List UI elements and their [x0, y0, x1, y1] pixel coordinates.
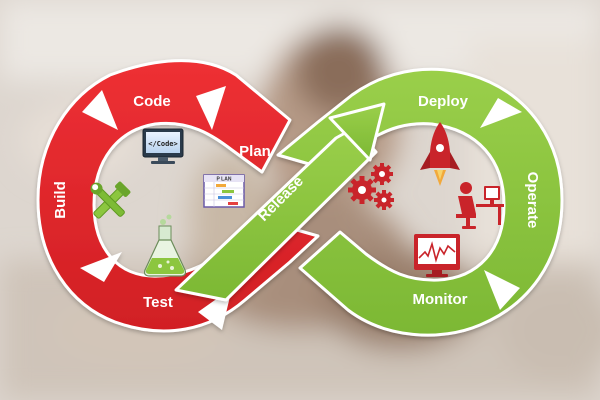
stage-label-build: Build — [52, 181, 69, 219]
ops-arrow-separator-bottom — [484, 270, 520, 310]
rocket-icon — [420, 122, 460, 186]
gears-icon — [348, 163, 394, 210]
stage-label-deploy: Deploy — [418, 93, 469, 110]
ops-loop — [174, 67, 564, 337]
stage-label-test: Test — [143, 294, 173, 311]
operator-desk-icon — [456, 182, 504, 229]
stage-label-operate: Operate — [524, 172, 541, 229]
stage-label-code: Code — [133, 93, 171, 110]
release-arrow-head — [328, 102, 386, 162]
dev-arrow-separator-plan — [196, 86, 226, 130]
ops-arrow-separator-top — [480, 98, 522, 128]
stage-label-plan: Plan — [239, 143, 271, 160]
plan-board-icon: P LAN — [203, 174, 245, 208]
dev-arrow-separator-bottom — [80, 252, 122, 282]
plan-board-text: P LAN — [217, 177, 232, 183]
code-monitor-icon: </Code> — [142, 128, 184, 164]
flask-icon — [143, 214, 187, 277]
code-screen-text: </Code> — [148, 140, 178, 148]
stage-label-monitor: Monitor — [413, 291, 468, 308]
tools-icon — [90, 181, 131, 219]
dev-arrow-separator-top — [82, 90, 118, 130]
monitor-chart-icon — [414, 234, 460, 277]
